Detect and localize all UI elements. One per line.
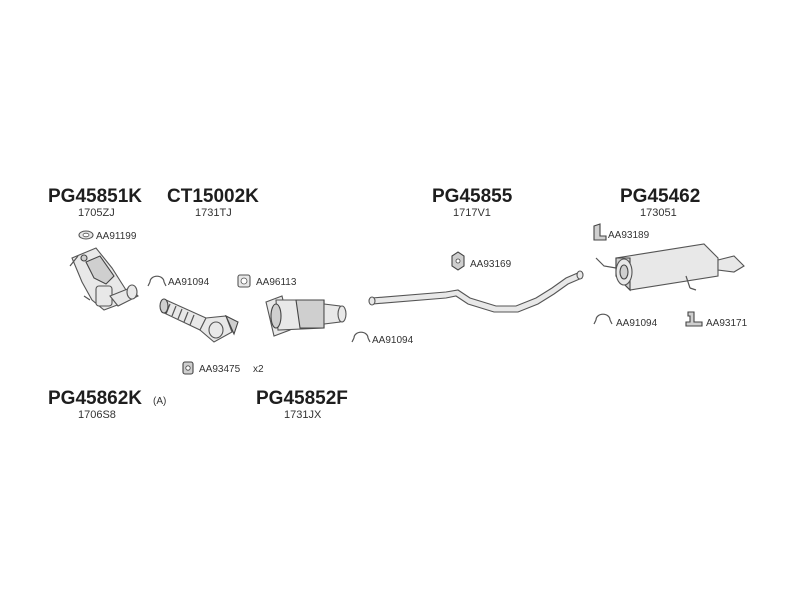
oe-code: 173051: [640, 207, 677, 219]
accessory-quantity: x2: [253, 364, 264, 375]
accessory-code: AA91094: [168, 277, 210, 288]
clamp-icon: [147, 275, 167, 287]
assembly-label-pg45852f: PG45852F 1731JX: [256, 388, 348, 421]
accessory-aa91094: AA91094: [593, 313, 658, 329]
square-gasket-icon: [237, 274, 251, 288]
oe-code: 1731JX: [284, 409, 322, 421]
accessory-aa91094: AA91094: [147, 275, 210, 288]
accessory-code: AA93171: [706, 318, 748, 329]
assembly-label-pg45462: PG45462 173051: [620, 186, 700, 219]
part-number: PG45462: [620, 186, 700, 207]
bracket-icon: [593, 223, 607, 241]
assembly-label-pg45851k: PG45851K 1705ZJ: [48, 186, 142, 219]
catalytic-converter-drawing: [69, 247, 139, 311]
part-number: PG45851K: [48, 186, 142, 207]
mount-bracket-icon: [685, 311, 703, 327]
variant-suffix: (A): [153, 396, 166, 407]
assembly-label-pg45855: PG45855 1717V1: [432, 186, 513, 219]
assembly-label-ct15002k: CT15002K 1731TJ: [167, 186, 259, 219]
accessory-aa93189: AA93189: [593, 223, 650, 241]
accessory-aa93169: AA93169: [451, 251, 512, 271]
accessory-code: AA93475: [199, 364, 241, 375]
accessory-code: AA93189: [608, 230, 650, 241]
clamp-icon: [351, 331, 371, 343]
accessory-code: AA96113: [256, 277, 297, 288]
accessory-code: AA91199: [96, 231, 137, 242]
rear-muffler-drawing: [595, 243, 745, 292]
accessory-code: AA93169: [470, 259, 512, 270]
particulate-filter-drawing: [265, 295, 347, 337]
gasket-icon: [78, 230, 94, 240]
accessory-aa91199: AA91199: [78, 230, 137, 242]
part-number: PG45855: [432, 186, 513, 207]
accessory-aa96113: AA96113: [237, 274, 297, 288]
accessory-aa93171: AA93171: [685, 311, 748, 329]
part-number: CT15002K: [167, 186, 259, 207]
rubber-mount-icon: [182, 361, 194, 375]
oe-code: 1717V1: [453, 207, 491, 219]
accessory-code: AA91094: [372, 335, 414, 346]
oe-code: 1705ZJ: [78, 207, 115, 219]
accessory-aa93475: AA93475 x2: [182, 361, 264, 375]
intermediate-pipe-drawing: [368, 270, 584, 313]
oe-code: 1731TJ: [195, 207, 232, 219]
front-pipe-drawing: [159, 298, 239, 343]
clamp-icon: [593, 313, 613, 325]
accessory-code: AA91094: [616, 318, 658, 329]
oe-code: 1706S8: [78, 409, 116, 421]
rubber-hanger-icon: [451, 251, 465, 271]
accessory-aa91094: AA91094: [351, 331, 414, 346]
assembly-label-pg45862k: PG45862K (A) 1706S8: [48, 388, 166, 421]
part-number: PG45862K: [48, 388, 142, 409]
part-number: PG45852F: [256, 388, 348, 409]
